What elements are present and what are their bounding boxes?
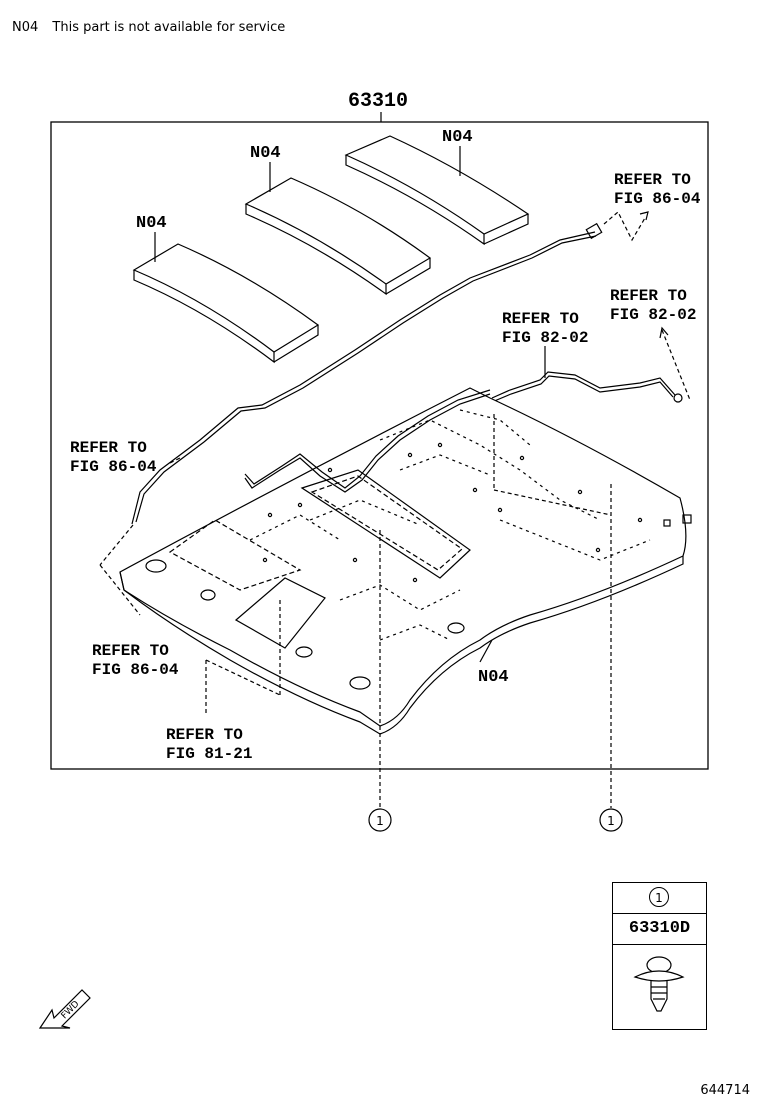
callout-circle-2 — [599, 808, 623, 832]
connector-upper — [585, 222, 603, 240]
connector-rear — [673, 393, 683, 403]
refer-bottom-line1: REFER TO — [166, 726, 243, 744]
arrow-86-04-top — [639, 211, 649, 221]
pad-label-3: N04 — [442, 128, 473, 147]
wire-harness-rear — [491, 371, 676, 399]
service-note: N04 This part is not available for servi… — [12, 20, 285, 35]
refer-top-right-line1: REFER TO — [614, 171, 691, 189]
headliner-body — [119, 387, 692, 735]
refer-mid-line2: FIG 82-02 — [502, 329, 588, 347]
refer-lower-left-line2: FIG 86-04 — [92, 661, 179, 679]
clip-leaders — [99, 414, 612, 808]
wire-harness-rear-2 — [491, 375, 674, 403]
legend-part-number: 63310D — [613, 914, 706, 945]
pad-3 — [344, 135, 530, 246]
refer-lower-left-line1: REFER TO — [92, 642, 169, 660]
wire-harness-center-2 — [244, 389, 491, 489]
wire-harness-upper — [131, 231, 596, 525]
pad-1 — [132, 243, 320, 364]
callout-label-1: 1 — [376, 814, 384, 828]
clip-icon — [633, 956, 685, 1012]
wire-harness-upper-2 — [135, 235, 597, 523]
refer-top-right-line2: FIG 86-04 — [614, 190, 701, 208]
clip-legend-box: 1 63310D — [612, 882, 707, 1030]
fwd-arrow: FWD — [38, 989, 91, 1029]
pad-2 — [244, 177, 432, 296]
wire-harness-center — [244, 393, 491, 493]
refer-right-line1: REFER TO — [610, 287, 687, 305]
refer-mid-line1: REFER TO — [502, 310, 579, 328]
service-note-text: This part is not available for service — [52, 20, 286, 35]
pad-label-1: N04 — [136, 214, 167, 233]
refer-leader-86-04-top — [603, 211, 646, 242]
main-part-number: 63310 — [348, 90, 408, 113]
pad-label-2: N04 — [250, 144, 281, 163]
refer-right-line2: FIG 82-02 — [610, 306, 696, 324]
headliner-label: N04 — [478, 668, 509, 687]
legend-callout: 1 — [649, 887, 669, 907]
arrow-82-02-right — [659, 326, 669, 339]
refer-bottom-line2: FIG 81-21 — [166, 745, 252, 763]
refer-leader-82-02-right — [661, 329, 691, 401]
service-note-code: N04 — [12, 20, 39, 35]
callout-circle-1 — [368, 808, 392, 832]
callout-label-2: 1 — [607, 814, 615, 828]
headliner-leader — [479, 639, 493, 663]
figure-number: 644714 — [700, 1083, 750, 1098]
refer-left-line2: FIG 86-04 — [70, 458, 157, 476]
refer-left-line1: REFER TO — [70, 439, 147, 457]
